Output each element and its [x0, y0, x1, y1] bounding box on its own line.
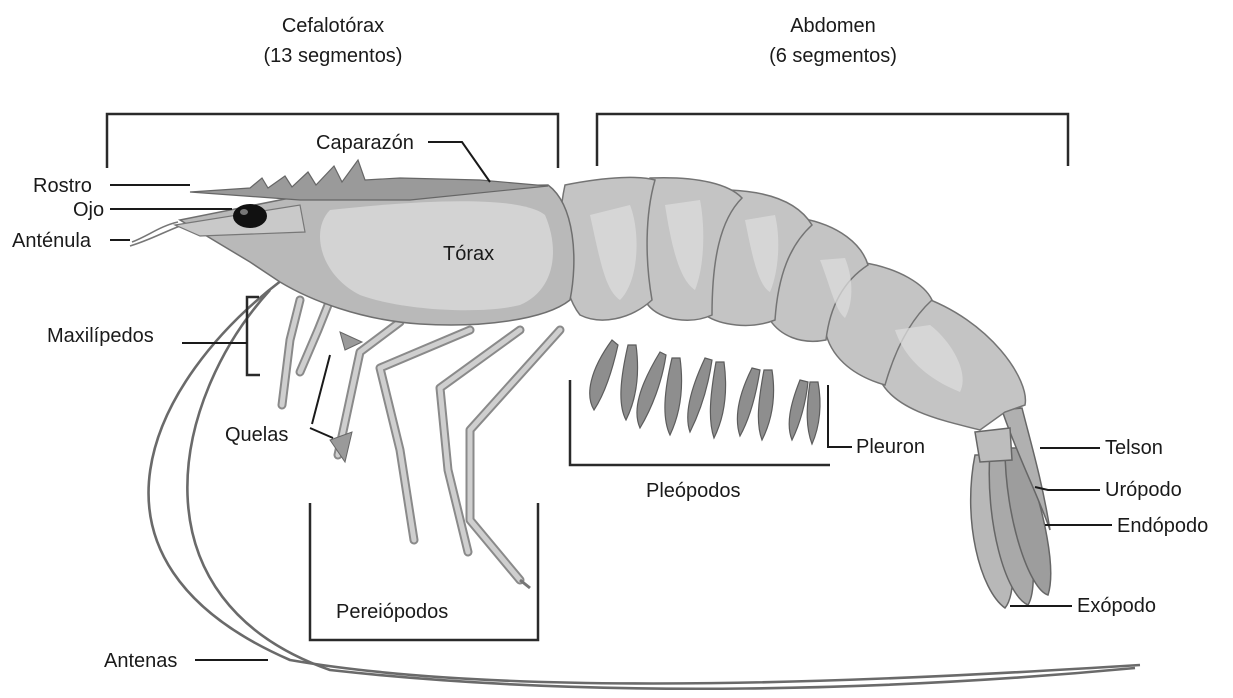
pleopods-shapes [590, 340, 820, 444]
abdomen-title: Abdomen [790, 15, 876, 37]
label-telson: Telson [1105, 437, 1163, 459]
abdomen-subtitle: (6 segmentos) [769, 45, 897, 67]
label-caparazon: Caparazón [316, 132, 414, 154]
eye-shape [233, 204, 267, 228]
label-pleuron: Pleuron [856, 436, 925, 458]
label-exopodo: Exópodo [1077, 595, 1156, 617]
label-ojo: Ojo [73, 199, 104, 221]
carapace [175, 160, 574, 325]
abdomen-header: Abdomen (6 segmentos) [769, 15, 897, 67]
label-pereiopodos: Pereiópodos [336, 601, 448, 623]
label-quelas: Quelas [225, 424, 288, 446]
label-antenula: Anténula [12, 230, 92, 252]
pereiopods [282, 300, 560, 588]
cephalothorax-header: Cefalotórax (13 segmentos) [264, 15, 403, 67]
tail-fan [971, 408, 1051, 608]
label-maxilipedos: Maxilípedos [47, 325, 154, 347]
abdomen-bracket [597, 114, 1068, 166]
label-endopodo: Endópodo [1117, 515, 1208, 537]
label-antenas: Antenas [104, 650, 177, 672]
label-uropodo: Urópodo [1105, 479, 1182, 501]
cephalothorax-title: Cefalotórax [282, 15, 384, 37]
label-rostro: Rostro [33, 175, 92, 197]
antennules [130, 222, 180, 246]
label-torax: Tórax [443, 243, 494, 265]
label-pleopodos: Pleópodos [646, 480, 741, 502]
cephalothorax-subtitle: (13 segmentos) [264, 45, 403, 67]
